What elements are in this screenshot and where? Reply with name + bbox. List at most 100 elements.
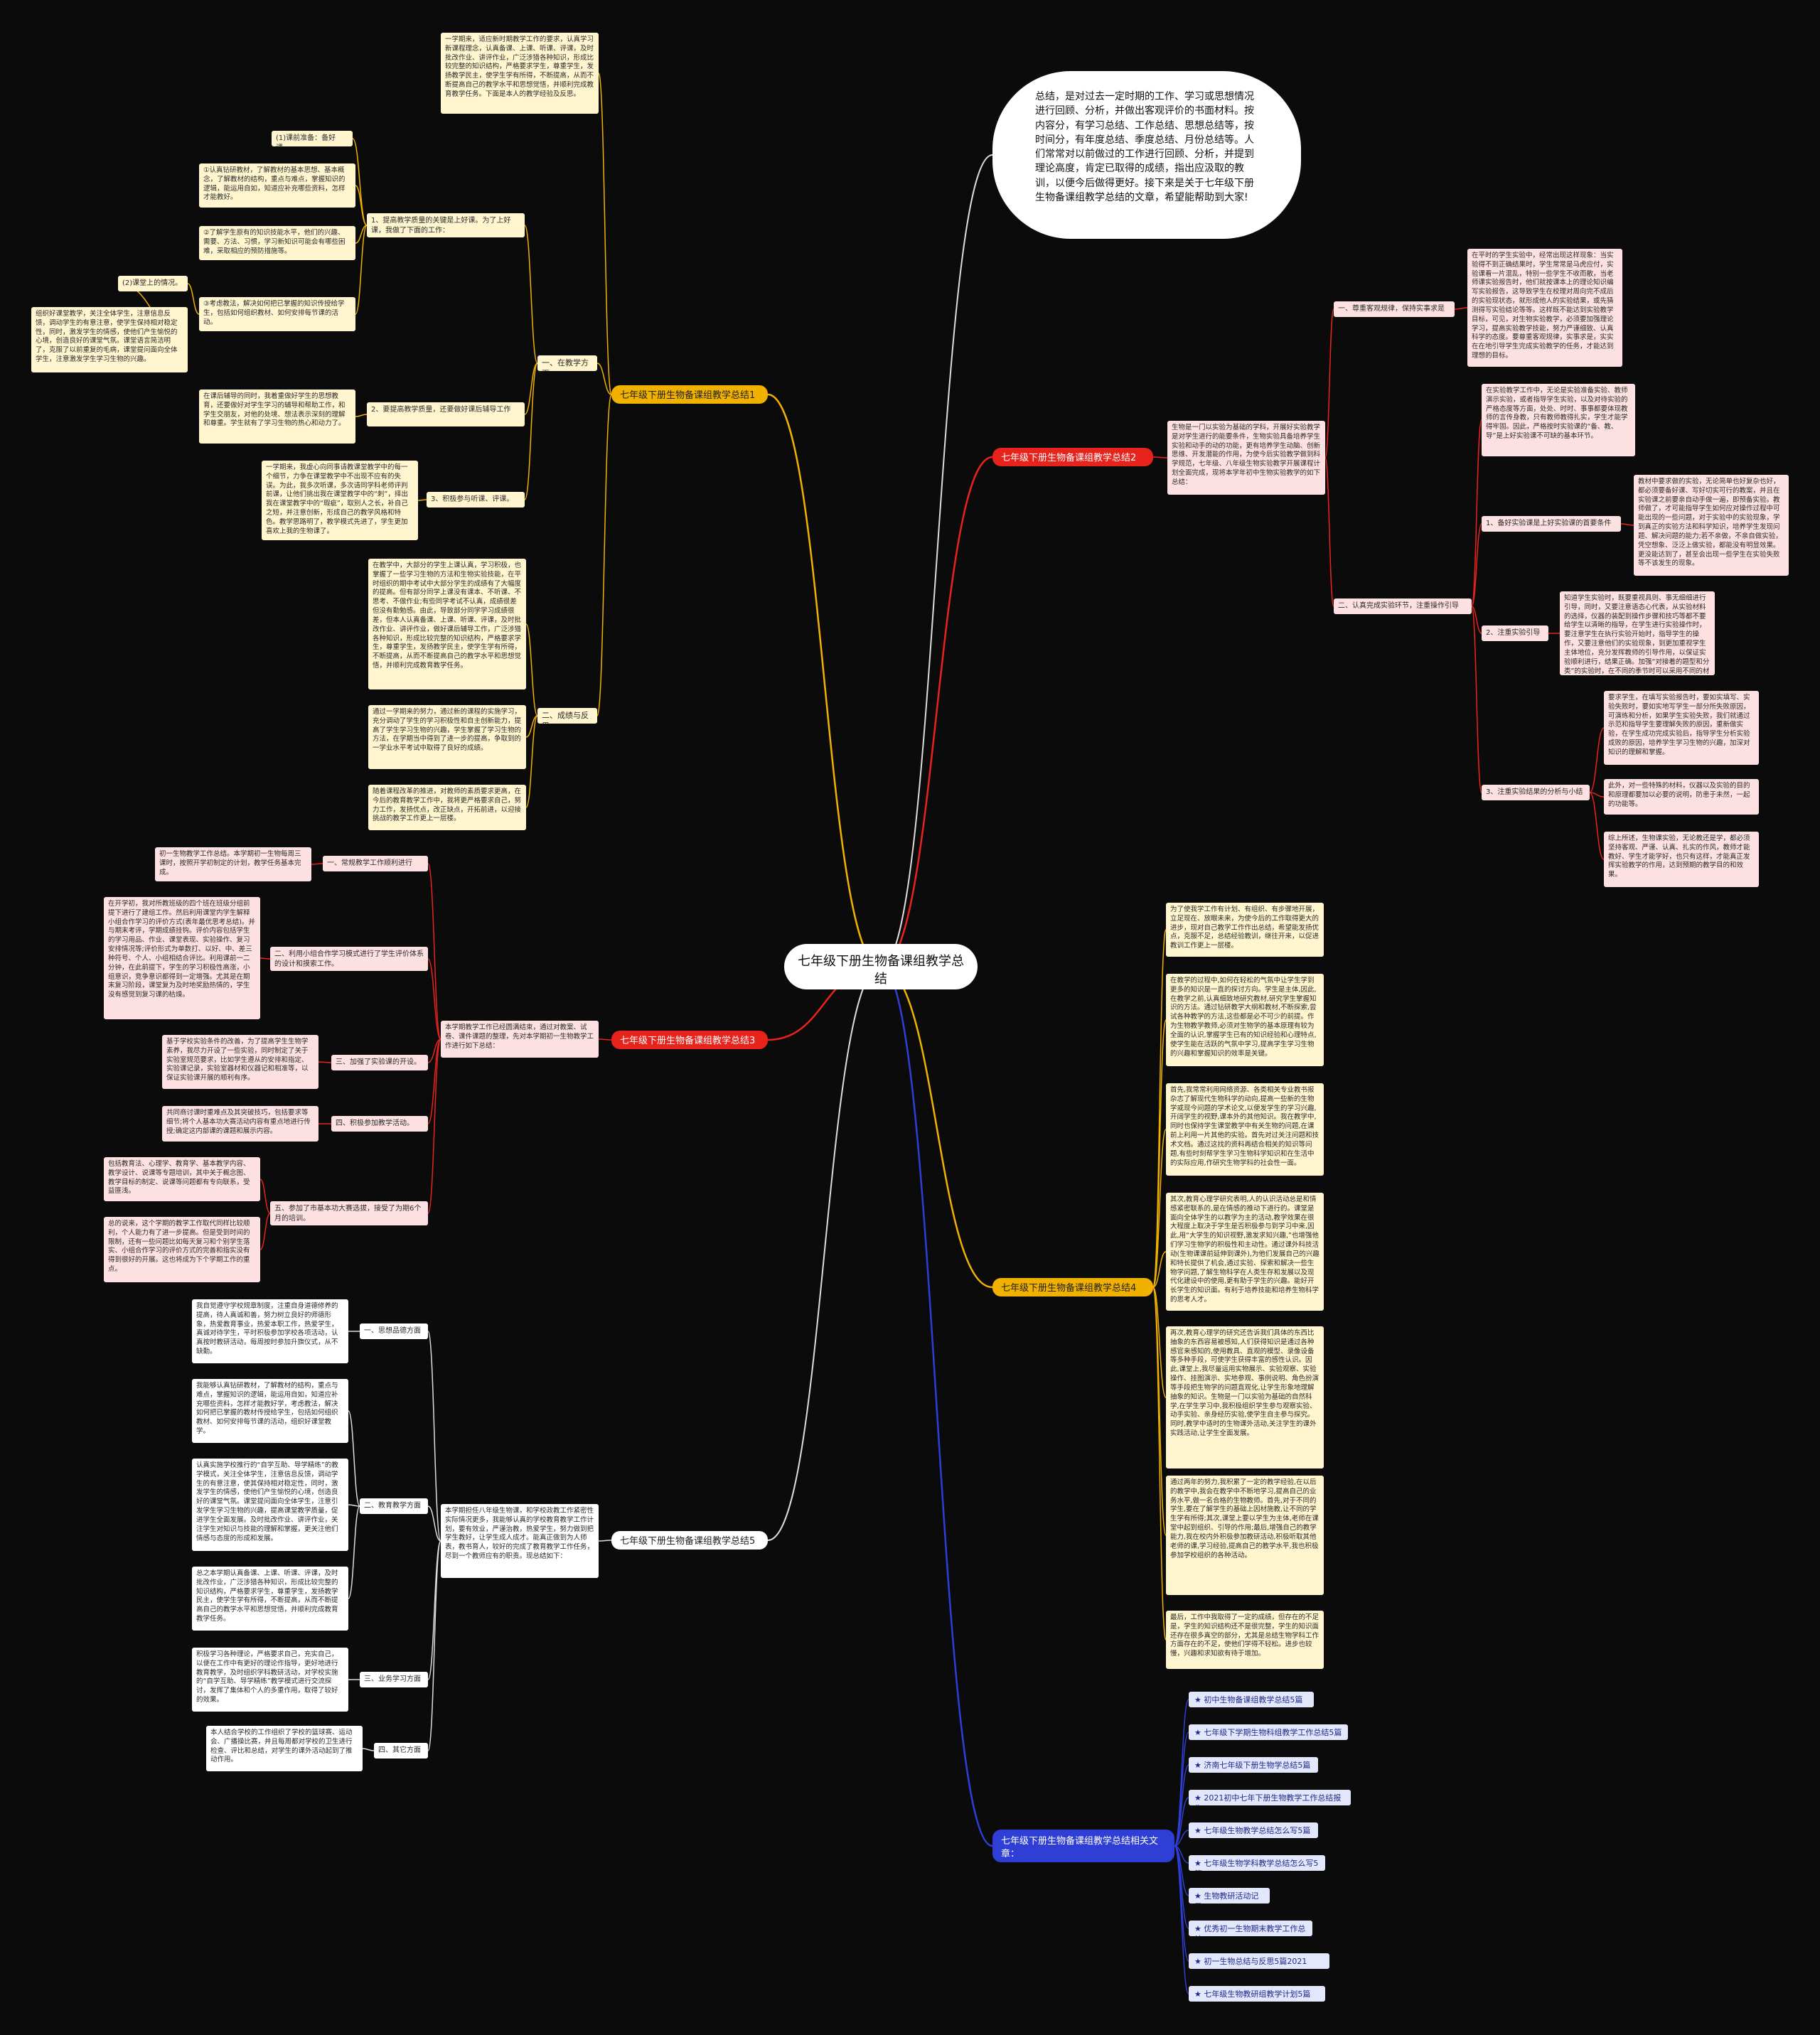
b2-item3-text-1[interactable]: 要求学生，在填写实验报告时，要如实填写、实验失败时，要如实地写学生一部分所失败原… [1604,691,1759,765]
b1-sub3-label[interactable]: 3、积极参与听课、评课。 [427,492,525,508]
related-link-item[interactable]: ★ 七年级生物教研组教学计划5篇 [1189,1986,1325,2002]
b2-item3-label[interactable]: 3、注重实验结果的分析与小结 [1482,785,1590,800]
related-link-item[interactable]: ★ 生物教研活动记录 [1189,1888,1270,1904]
b1-sec-results[interactable]: 二、成绩与反思 [537,708,597,724]
connector [1152,456,1168,458]
b1-prep-2[interactable]: ②了解学生原有的知识技能水平，他们的兴趣、需要、方法、习惯，学习新知识可能会有哪… [199,226,355,260]
branch-6[interactable]: 七年级下册生物备课组教学总结相关文章： [992,1830,1174,1862]
center-topic[interactable]: 七年级下册生物备课组教学总结 [784,944,978,989]
branch-4[interactable]: 七年级下册生物备课组教学总结4 [992,1278,1153,1296]
b1-prep-label[interactable]: (1)课前准备：备好课。 [272,131,353,146]
b3-s4-label[interactable]: 四、积极参加教学活动。 [331,1116,428,1132]
b2-item2-text[interactable]: 知道学生实验时，既要重视具则、事无细细进行引导，同时，又要注意语态心代表，从实验… [1560,591,1715,675]
b2-item3-text-2[interactable]: 此外，对一些特殊的材料，仪器以及实验的目的和原理都要加以必要的说明，防患于未然，… [1604,779,1759,815]
connector [259,1213,271,1250]
connector [1589,792,1605,860]
b5-s2-text-2[interactable]: 认真实施学校推行的“自学互助、导学精练”的教学模式，关注全体学生，注意信息反馈，… [192,1459,348,1551]
b1-sec-teaching[interactable]: 一、在教学方面 [537,355,597,371]
connector [1152,1129,1167,1288]
b5-s3-label[interactable]: 三、业务学习方面 [360,1672,428,1687]
b1-sub1-label[interactable]: 1、提高教学质量的关键是上好课。为了上好课，我做了下面的工作： [367,213,525,237]
branch-1[interactable]: 七年级下册生物备课组教学总结1 [611,385,768,404]
related-link-item[interactable]: ★ 七年级生物教学总结怎么写5篇 [1189,1822,1318,1838]
b2-sec2-intro[interactable]: 在实验教学工作中，无论是实验准备实验、教师演示实验，或者指导学生实验，以及对待实… [1482,384,1635,456]
b3-summary[interactable]: 本学期教学工作已经圆满结束，通过对教案、试卷、课件课题的整理，先对本学期初一生物… [441,1021,599,1058]
b1-results-1[interactable]: 在教学中，大部分的学生上课认真，学习积极，也掌握了一些学习生物的方法和生物实验技… [368,559,526,689]
b4-text-3[interactable]: 首先,我常常利用网络资源、各类相关专业教书报杂志了解现代生物科学的动向,提高一些… [1166,1083,1324,1176]
b5-s2-label[interactable]: 二、教育教学方面 [360,1498,428,1514]
related-link-item[interactable]: ★ 济南七年级下册生物学总结5篇 [1189,1757,1318,1773]
connector [348,1504,360,1507]
connector [1589,727,1605,793]
b3-s2-text[interactable]: 在开学初，我对所教班级的四个班在班级分组前提下进行了建组工作。然后利用课堂内学生… [104,897,260,1019]
b5-s2-text-1[interactable]: 我能够认真钻研教材，了解教材的结构，重点与难点，掌握知识的逻辑，能运用自如，知道… [192,1379,348,1443]
b5-s4-text[interactable]: 本人结合学校的工作组织了学校的篮球赛、运动会、广播操比赛，并且每周都对学校的卫生… [206,1726,363,1771]
b2-item1-text[interactable]: 教材中要求做的实验，无论简单也好复杂也好，都必须要备好课、写好切实可行的教案，并… [1634,475,1789,576]
connector [767,393,882,968]
connector [259,957,271,960]
b5-summary[interactable]: 本学期担任八年级生物课，和学校政教工作紧密性实际情况更多，我能够认真的学校教育教… [441,1504,599,1578]
related-link-item[interactable]: ★ 初一生物总结与反思5篇2021 [1189,1953,1329,1969]
b4-text-1[interactable]: 为了使我学工作有计划、有组织、有步骤地开展，立足现在、放眼未来，为使今后的工作取… [1166,903,1324,957]
b3-s1-text[interactable]: 初一生物教学工作总结。本学期初一生物每周三课时，按照开学初制定的计划，教学任务基… [155,847,311,881]
b2-item1-label[interactable]: 1、备好实验课是上好实验课的首要条件 [1482,516,1621,532]
b3-s5-label[interactable]: 五、参加了市基本功大赛选拔，接受了为期6个月的培训。 [270,1201,428,1225]
related-link-item[interactable]: ★ 优秀初一生物期末教学工作总结 [1189,1921,1312,1936]
b3-s5-text-2[interactable]: 总的说来，这个学期的教学工作取代同样比较顺利，个人能力有了进一步提高。但是受到时… [104,1217,260,1282]
b5-s2-text-3[interactable]: 总之本学期认真备课、上课、听课、评课，及时批改作业，广泛涉猎各种知识，形成比较完… [192,1567,348,1631]
connector [525,715,538,808]
connector [427,1540,441,1751]
branch-5[interactable]: 七年级下册生物备课组教学总结5 [611,1531,768,1550]
b3-s4-text[interactable]: 共同商讨课时重难点及其突破技巧，包括要求等细节;将个人基本功大赛活动内容有重点地… [162,1106,318,1142]
b4-text-5[interactable]: 再次,教育心理学的研究还告诉我们具体的东西比抽象的东西容易被感知,人们获得知识是… [1166,1326,1324,1468]
related-link-item[interactable]: ★ 2021初中七年下册生物教学工作总结报告 [1189,1790,1351,1805]
connector [767,966,882,1541]
b1-sub2-label[interactable]: 2、要提高教学质量，还要做好课后辅导工作 [367,402,525,426]
b2-sec1-text[interactable]: 在平时的学生实验中，经常出现这样现象：当实验得不到正确结果时，学生常常是马虎应付… [1467,249,1622,367]
b5-s4-label[interactable]: 四、其它方面 [374,1743,428,1759]
connector [525,623,538,716]
b1-sub2-text[interactable]: 在课后辅导的同时，我着重做好学生的思想教育，还要做好对学生学习的辅导和帮助工作，… [199,390,355,444]
connector [1324,457,1334,607]
b2-item2-label[interactable]: 2、注重实验引导 [1482,625,1548,641]
connector [355,225,368,315]
connector [355,414,368,417]
b2-summary[interactable]: 生物是一门以实验为基础的学科，开展好实验教学是对学生进行的能要条件，生物实验具备… [1167,421,1325,495]
branch-2[interactable]: 七年级下册生物备课组教学总结2 [992,448,1153,466]
b5-s1-text[interactable]: 我自觉遵守学校规章制度，注重自身道德修养的提高，待人真诚和善，努力树立良好的师德… [192,1299,348,1363]
b1-prep-3[interactable]: ③考虑教法，解决如何把已掌握的知识传授给学生，包括如何组织教材、如何安排每节课的… [199,297,355,331]
b2-item3-text-3[interactable]: 综上所述，生物课实验，无论教还是学，都必须坚持客观、严谨、认真、扎实的作风，教师… [1604,832,1759,887]
b5-s1-label[interactable]: 一、思想品德方面 [360,1323,428,1339]
b1-top-text[interactable]: 一学期来，适应新时期教学工作的要求，认真学习新课程理念，认真备课、上课、听课、评… [441,33,599,114]
b1-classroom-label[interactable]: (2)课堂上的情况。 [118,276,188,291]
b1-classroom-text[interactable]: 组织好课堂教学，关注全体学生，注意信息反馈，调动学生的有意注意，使学生保持相对稳… [31,307,188,372]
intro-bubble[interactable]: 总结，是对过去一定时期的工作、学习或思想情况进行回顾、分析，并做出客观评价的书面… [992,71,1301,239]
b4-text-7[interactable]: 最后，工作中我取得了一定的成绩，但存在的不足是，学生的知识结构还不是很完整，学生… [1166,1611,1324,1669]
related-link-item[interactable]: ★ 七年级生物学科教学总结怎么写5篇 [1189,1855,1325,1871]
b1-results-2[interactable]: 通过一学期来的努力，通过新的课程的实施学习，充分调动了学生的学习积极性和自主创新… [368,705,526,769]
b5-s3-text[interactable]: 积极学习各种理论，严格要求自己，充实自己，以便在工作中有更好的理论作指导，更好地… [192,1648,348,1712]
connector [1471,606,1482,634]
connector [1174,1830,1189,1847]
connector [1152,1287,1167,1398]
related-link-item[interactable]: ★ 初中生物备课组教学总结5篇 [1189,1692,1314,1707]
b1-results-3[interactable]: 随着课程改革的推进，对教师的素质要求更高，在今后的教育教学工作中，我将更严格要求… [368,785,526,830]
b4-text-2[interactable]: 在教学的过程中,如何在轻松的气氛中让学生学到更多的知识是一直的探讨方向。学生是主… [1166,974,1324,1066]
b3-s1-label[interactable]: 一、常规教学工作顺利进行 [323,856,428,871]
b3-s5-text-1[interactable]: 包括教育法、心理学、教育学、基本教学内容、教学设计、说课等专题培训，其中关于概念… [104,1157,260,1201]
connector [524,363,538,500]
b2-sec1[interactable]: 一、尊重客观规律，保持实事求是 [1334,301,1455,317]
b3-s3-label[interactable]: 三、加强了实验课的开设。 [331,1055,428,1070]
branch-3[interactable]: 七年级下册生物备课组教学总结3 [611,1031,768,1049]
b1-prep-1[interactable]: ①认真钻研教材，了解教材的基本思想、基本概念，了解教材的结构，重点与难点，掌握知… [199,163,355,208]
b2-sec2[interactable]: 二、认真完成实验环节，注重操作引导 [1334,598,1472,614]
connector [598,1540,612,1542]
b4-text-4[interactable]: 其次,教育心理学研究表明,人的认识活动总是和情感紧密联系的,是在情感的推动下进行… [1166,1193,1324,1311]
connector [1174,1797,1189,1847]
b4-text-6[interactable]: 通过两年的努力,我积累了一定的教学经验,在以后的教学中,我会在教学中不断地学习,… [1166,1476,1324,1595]
related-link-item[interactable]: ★ 七年级下学期生物科组教学工作总结5篇 [1189,1724,1348,1740]
connector [1152,1287,1167,1536]
b1-sub3-text[interactable]: 一学期来，我虚心向同事请教课堂教学中的每一个细节，力争在课堂教学中不出现不应有的… [262,461,418,540]
b3-s3-text[interactable]: 基于学校实验条件的改善，为了提高学生生物学素养，我尽力开设了一些实验，同时制定了… [162,1035,318,1089]
b3-s2-label[interactable]: 二、利用小组合作学习模式进行了学生评价体系的设计和摸索工作。 [270,947,428,971]
